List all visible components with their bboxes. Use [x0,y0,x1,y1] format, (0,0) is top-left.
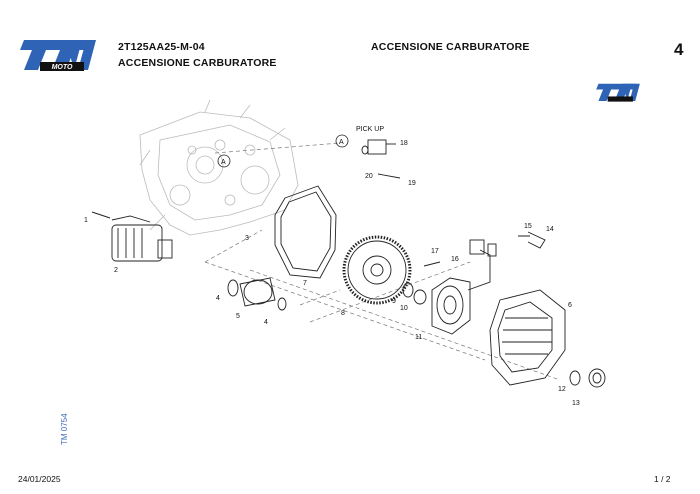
label-18: 18 [400,140,408,147]
label-4b: 4 [264,319,268,326]
footer-page-count: 1 / 2 [654,474,671,484]
cover-gasket [274,185,337,279]
starter-motor [111,215,173,262]
page-title: ACCENSIONE CARBURATORE [371,41,530,53]
label-17: 17 [431,248,439,255]
label-9: 9 [392,298,396,305]
label-19: 19 [408,180,416,187]
label-10: 10 [400,305,408,312]
flywheel [342,235,412,305]
label-8: 8 [341,310,345,317]
cable-clamp [518,231,546,249]
document-code: 2T125AA25-M-04 [118,41,205,53]
document-subtitle: ACCENSIONE CARBURATORE [118,57,277,69]
svg-text:A: A [339,139,344,146]
stator-assembly [431,239,497,335]
label-7: 7 [303,280,307,287]
pickup-sensor [361,139,401,179]
label-1: 1 [84,217,88,224]
plug-seal [569,368,606,388]
svg-text:A: A [221,159,226,166]
footer-date: 24/01/2025 [18,474,61,484]
tm-moto-logo-small [595,80,641,106]
idler-gear-group [227,277,287,311]
engine-crankcase-drawing [139,99,299,236]
label-15: 15 [524,223,532,230]
pickup-label: PICK UP [356,126,384,133]
label-2: 2 [114,267,118,274]
part-labels: 1 2 3 4 5 4 6 7 8 9 10 11 12 13 14 15 16… [84,140,580,407]
label-14: 14 [546,226,554,233]
label-5: 5 [236,313,240,320]
screw-16 [423,261,441,267]
page-number: 4 [674,40,684,59]
label-13: 13 [572,400,580,407]
side-code: TM 0754 [60,413,69,445]
label-16: 16 [451,256,459,263]
ignition-cover [489,289,566,386]
tm-moto-logo: MOTO [18,36,98,76]
label-12: 12 [558,386,566,393]
label-20: 20 [365,173,373,180]
screw-1 [91,211,111,219]
callout-a-2: A [335,134,349,148]
label-11: 11 [415,334,422,341]
nut-washer [402,282,427,305]
callout-a-1: A [217,154,231,168]
label-3: 3 [245,235,249,242]
assembly-dashed-lines [204,142,561,381]
label-6: 6 [568,302,572,309]
logo-text: MOTO [52,64,73,71]
label-4a: 4 [216,295,220,302]
